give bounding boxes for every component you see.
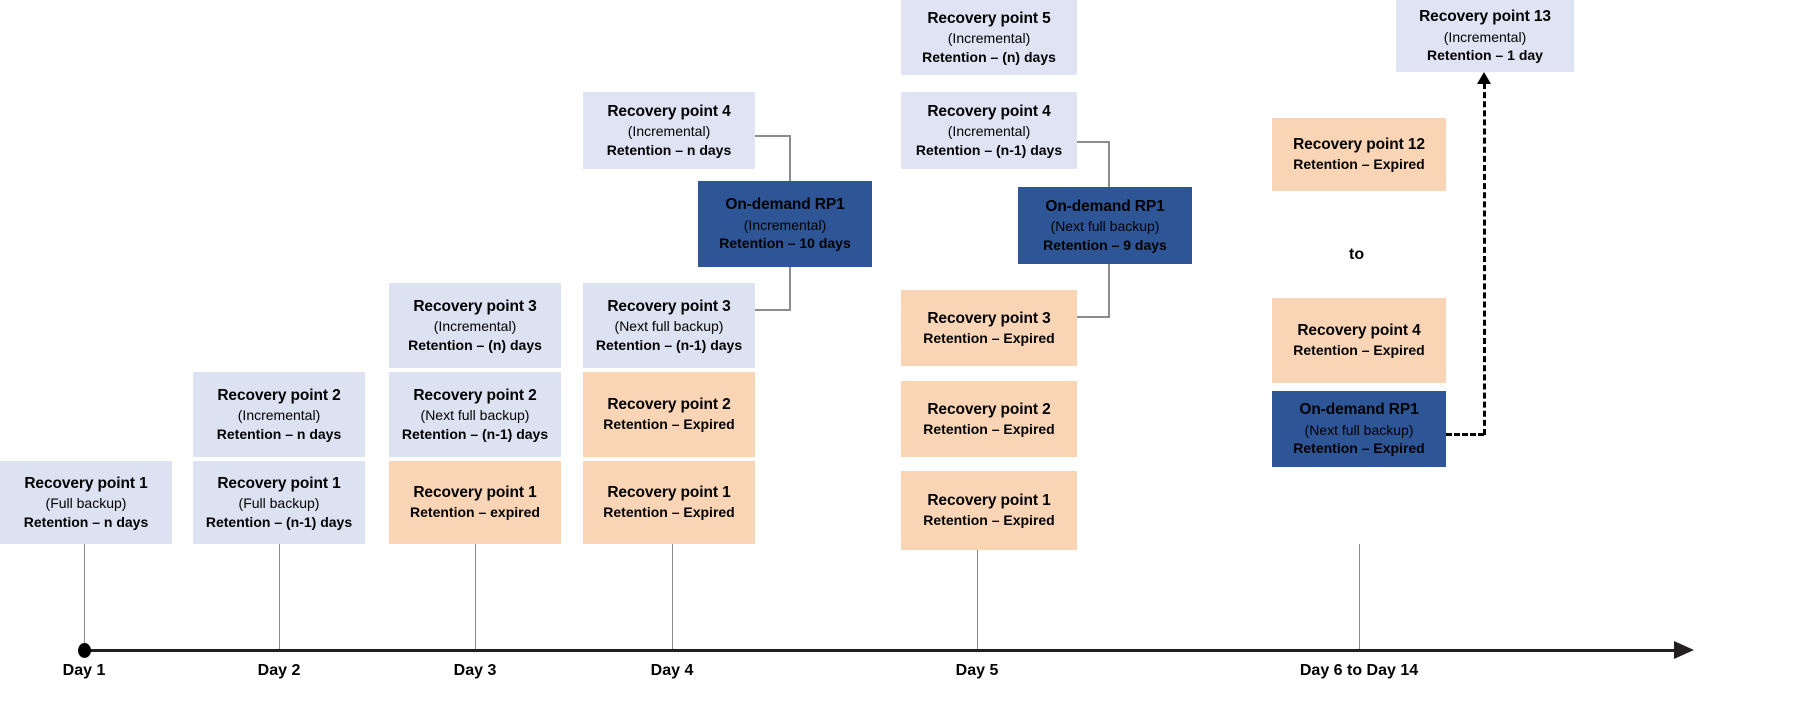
- timeline-tick-6: [1359, 544, 1360, 650]
- rp-title: Recovery point 2: [217, 386, 341, 404]
- day3-rp3[interactable]: Recovery point 3 (Incremental)Retention –…: [389, 283, 561, 368]
- rp-subtitle: (Incremental): [627, 123, 711, 140]
- dashed-connector-vertical: [1483, 83, 1486, 435]
- rp-title: Recovery point 4: [927, 102, 1051, 120]
- rp-retention: Retention – Expired: [1293, 440, 1425, 457]
- day-label-5: Day 5: [955, 662, 999, 679]
- day5-connector-bottom-stub: [1076, 316, 1110, 318]
- rp-subtitle: (Next full backup): [614, 318, 724, 335]
- rp-retention: Retention – 9 days: [1043, 236, 1167, 253]
- day6to14-ondemand-rp1[interactable]: On-demand RP1 (Next full backup) Retention…: [1272, 391, 1446, 467]
- day6to14-rp4[interactable]: Recovery point 4 Retention – Expired: [1272, 298, 1446, 383]
- timeline-origin-dot: [78, 643, 91, 658]
- rp-retention: Retention – (n-1) days: [205, 513, 353, 530]
- timeline-tick-1: [84, 544, 85, 650]
- rp-retention: Retention – expired: [410, 504, 540, 521]
- day4-connector-bottom-stub: [755, 309, 791, 311]
- day4-rp2[interactable]: Recovery point 2 Retention – Expired: [583, 372, 755, 457]
- rp-subtitle: (Next full backup): [1050, 218, 1160, 235]
- rp-title: Recovery point 2: [413, 386, 537, 404]
- rp-retention: Retention – Expired: [923, 420, 1055, 437]
- rp-title: On-demand RP1: [1299, 401, 1419, 419]
- day4-connector-top-stub: [755, 135, 791, 137]
- day4-rp4[interactable]: Recovery point 4 (Incremental)Retention –…: [583, 92, 755, 169]
- dashed-connector-horizontal: [1446, 433, 1484, 436]
- rp-subtitle: (Incremental): [743, 216, 827, 233]
- rp-subtitle: (Incremental): [947, 123, 1031, 140]
- day-label-4: Day 4: [650, 662, 694, 679]
- rp-title: On-demand RP1: [725, 196, 845, 214]
- day5-rp5[interactable]: Recovery point 5 (Incremental)Retention –…: [901, 0, 1077, 75]
- rp-title: On-demand RP1: [1045, 197, 1165, 215]
- day4-rp3[interactable]: Recovery point 3 (Next full backup)Retent…: [583, 283, 755, 368]
- rp-retention: Retention – Expired: [1293, 156, 1425, 173]
- day1-rp1[interactable]: Recovery point 1 (Full backup)Retention –…: [0, 461, 172, 544]
- day5-rp4[interactable]: Recovery point 4 (Incremental)Retention –…: [901, 92, 1077, 169]
- day-label-2: Day 2: [257, 662, 301, 679]
- rp-retention: Retention – (n) days: [922, 48, 1056, 65]
- day5-ondemand-rp1[interactable]: On-demand RP1 (Next full backup)Retention…: [1018, 187, 1192, 264]
- rp-subtitle: (Incremental): [237, 407, 321, 424]
- day-label-6: Day 6 to Day 14: [1299, 662, 1419, 679]
- rp-retention: Retention – Expired: [923, 512, 1055, 529]
- day-label-1: Day 1: [62, 662, 106, 679]
- rp-retention: Retention – n days: [23, 513, 149, 530]
- rp-title: Recovery point 12: [1293, 136, 1425, 154]
- rp-title: Recovery point 2: [927, 400, 1051, 418]
- day2-rp1[interactable]: Recovery point 1 (Full backup)Retention –…: [193, 461, 365, 544]
- rp-subtitle: (Next full backup): [420, 407, 530, 424]
- rp-subtitle: (Next full backup): [1304, 421, 1414, 438]
- rp-retention: Retention – Expired: [603, 416, 735, 433]
- rp-subtitle: (Incremental): [433, 318, 517, 335]
- dashed-connector-arrowhead-icon: [1477, 72, 1491, 84]
- rp-title: Recovery point 1: [217, 474, 341, 492]
- rp-title: Recovery point 3: [607, 297, 731, 315]
- ellipsis-to-label: to: [1349, 246, 1365, 263]
- timeline-tick-3: [475, 544, 476, 650]
- timeline-tick-5: [977, 544, 978, 650]
- rp-subtitle: (Incremental): [947, 30, 1031, 47]
- rp-title: Recovery point 3: [413, 297, 537, 315]
- rp-title: Recovery point 1: [607, 484, 731, 502]
- day5-connector-top-stub: [1076, 141, 1110, 143]
- rp-retention: Retention – (n) days: [408, 336, 542, 353]
- rp-retention: Retention – Expired: [603, 504, 735, 521]
- day4-rp1[interactable]: Recovery point 1 Retention – Expired: [583, 461, 755, 544]
- rp-retention: Retention – n days: [216, 425, 342, 442]
- rp-title: Recovery point 4: [1297, 322, 1421, 340]
- day2-rp2[interactable]: Recovery point 2 (Incremental)Retention –…: [193, 372, 365, 457]
- rp-title: Recovery point 1: [927, 492, 1051, 510]
- timeline-tick-4: [672, 544, 673, 650]
- rp-retention: Retention – 10 days: [719, 235, 851, 252]
- rp-title: Recovery point 3: [927, 309, 1051, 327]
- rp-title: Recovery point 5: [927, 9, 1051, 27]
- rp-subtitle: (Full backup): [45, 495, 127, 512]
- rp-retention: Retention – 1 day: [1427, 47, 1543, 64]
- day6to14-rp13[interactable]: Recovery point 13 (Incremental) Retention …: [1396, 0, 1574, 72]
- day5-rp2[interactable]: Recovery point 2 Retention – Expired: [901, 381, 1077, 457]
- rp-retention: Retention – (n-1) days: [915, 141, 1063, 158]
- rp-subtitle: (Full backup): [238, 495, 320, 512]
- rp-title: Recovery point 1: [24, 474, 148, 492]
- timeline-tick-2: [279, 544, 280, 650]
- rp-title: Recovery point 13: [1419, 8, 1551, 26]
- rp-retention: Retention – (n-1) days: [595, 336, 743, 353]
- timeline-arrow-icon: [1674, 641, 1694, 659]
- day6to14-rp12[interactable]: Recovery point 12 Retention – Expired: [1272, 118, 1446, 191]
- day-label-3: Day 3: [453, 662, 497, 679]
- day3-rp2[interactable]: Recovery point 2 (Next full backup)Retent…: [389, 372, 561, 457]
- rp-retention: Retention – Expired: [923, 329, 1055, 346]
- rp-retention: Retention – n days: [606, 141, 732, 158]
- rp-retention: Retention – Expired: [1293, 342, 1425, 359]
- rp-title: Recovery point 2: [607, 396, 731, 414]
- rp-subtitle: (Incremental): [1443, 28, 1527, 45]
- rp-title: Recovery point 4: [607, 102, 731, 120]
- timeline-axis: [84, 649, 1680, 652]
- day3-rp1[interactable]: Recovery point 1 Retention – expired: [389, 461, 561, 544]
- day5-rp1[interactable]: Recovery point 1 Retention – Expired: [901, 471, 1077, 550]
- day5-rp3[interactable]: Recovery point 3 Retention – Expired: [901, 290, 1077, 366]
- day4-ondemand-rp1[interactable]: On-demand RP1 (Incremental) Retention – 10…: [698, 181, 872, 267]
- rp-title: Recovery point 1: [413, 484, 537, 502]
- rp-retention: Retention – (n-1) days: [401, 425, 549, 442]
